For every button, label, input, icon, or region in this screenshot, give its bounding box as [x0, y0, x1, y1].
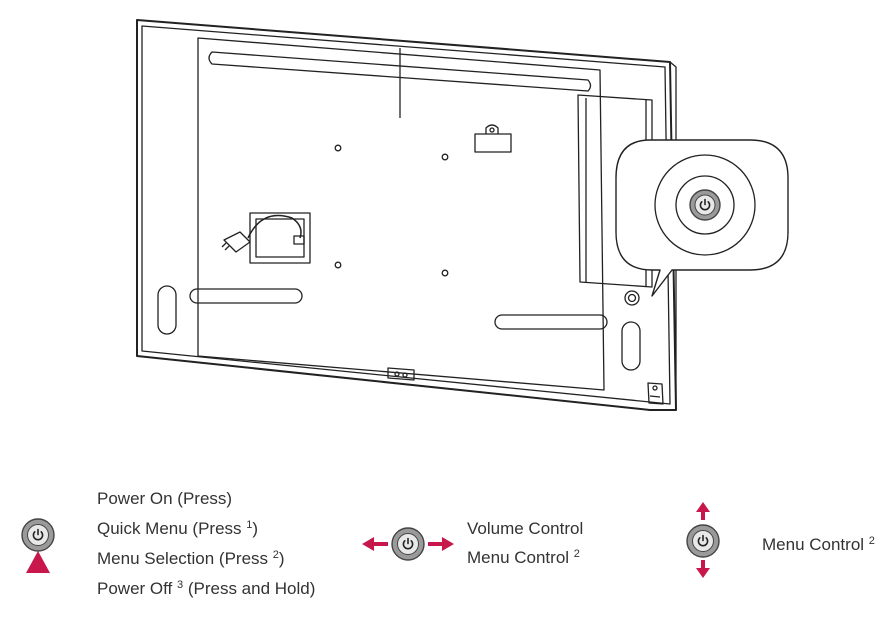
tv-inner-frame	[141, 25, 671, 405]
arrow-left-icon	[362, 537, 388, 551]
vesa-hole	[334, 261, 342, 269]
corner-clip	[647, 382, 664, 405]
cable-compartment	[221, 212, 311, 264]
arrow-right-icon	[428, 537, 454, 551]
vertical-control-icon	[686, 502, 720, 578]
arrow-up-icon	[696, 502, 710, 520]
callout-power-button	[689, 189, 721, 221]
arrow-down-icon	[696, 560, 710, 578]
horizontal-label-1: Volume Control	[467, 519, 584, 538]
vesa-hole	[441, 153, 449, 161]
press-label-3: Menu Selection (Press 2)	[97, 549, 285, 568]
vertical-label-1: Menu Control 2	[762, 535, 875, 554]
press-control-icon	[21, 518, 55, 573]
horizontal-label-2: Menu Control 2	[467, 548, 580, 567]
power-icon	[402, 537, 414, 550]
tv-back-panel	[197, 37, 605, 391]
arrow-up-icon	[26, 551, 50, 573]
power-icon	[697, 534, 709, 547]
press-label-4: Power Off 3 (Press and Hold)	[97, 579, 316, 598]
top-slot	[208, 51, 592, 92]
tv-joystick-button	[624, 290, 640, 306]
vesa-hole	[334, 144, 342, 152]
callout-ring-inner	[675, 175, 735, 235]
tv-outer-frame	[136, 19, 677, 411]
bottom-slot-right	[494, 314, 608, 330]
control-box	[577, 94, 653, 288]
power-icon	[699, 198, 711, 211]
horizontal-control-icon	[362, 527, 454, 561]
left-grip	[157, 285, 177, 335]
bottom-bracket	[387, 367, 415, 381]
bottom-slot-left	[189, 288, 303, 304]
vesa-hole	[441, 269, 449, 277]
tv-back-diagram	[136, 19, 789, 411]
press-label-2: Quick Menu (Press 1)	[97, 519, 259, 538]
power-icon	[32, 528, 44, 541]
callout-ring-outer	[654, 154, 756, 256]
hanger-bracket	[474, 124, 512, 153]
press-label-1: Power On (Press)	[97, 489, 233, 508]
tv-side-edge	[669, 61, 677, 410]
right-grip	[621, 321, 641, 371]
